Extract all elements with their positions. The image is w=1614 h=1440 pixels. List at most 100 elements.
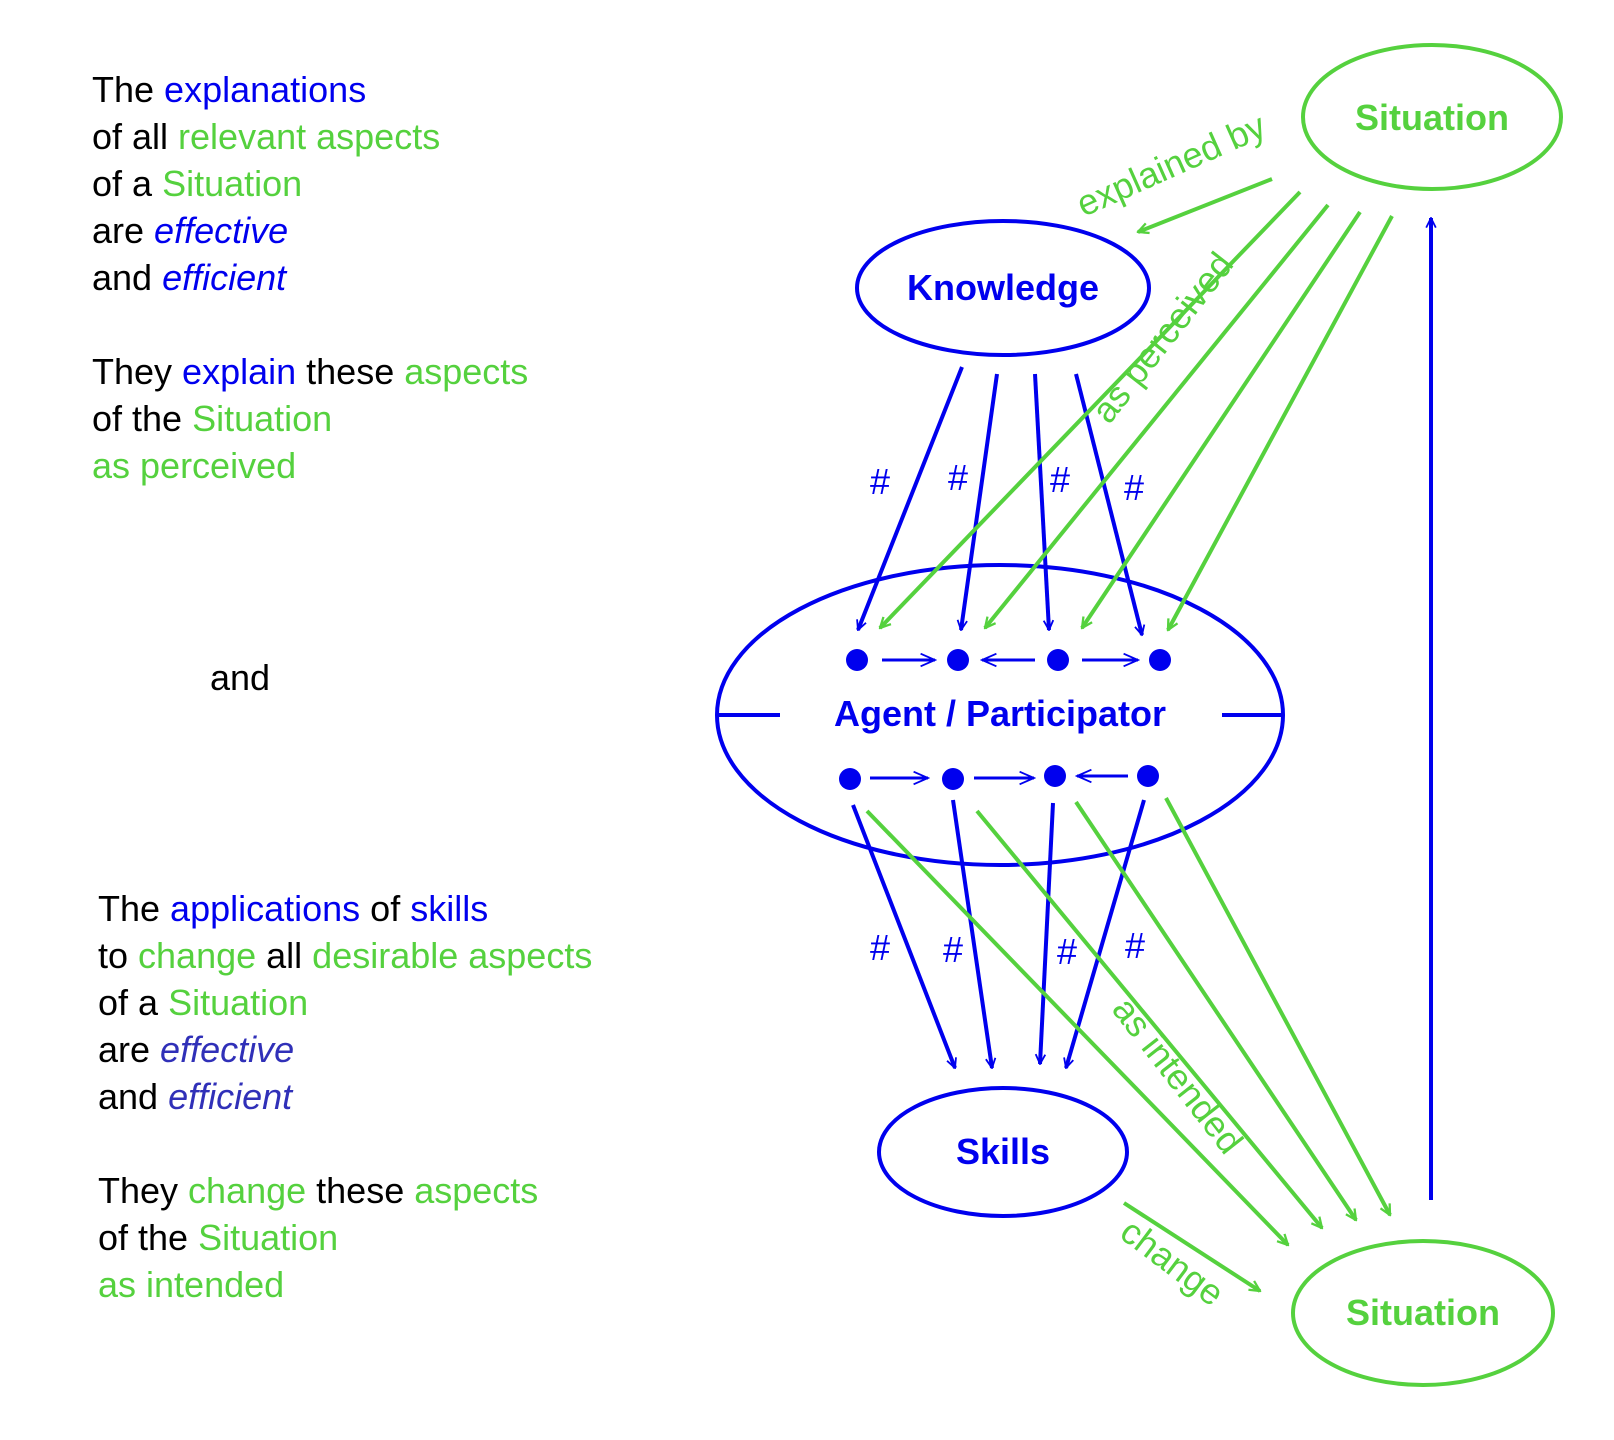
agent-dot — [1149, 649, 1171, 671]
as-intended-label: as intended — [1104, 989, 1251, 1161]
text-line: They change these aspects — [98, 1167, 592, 1214]
text-line: and efficient — [92, 254, 528, 301]
hash-label: # — [870, 461, 890, 502]
explained-by-label: explained by — [1070, 105, 1271, 225]
text-segment: desirable aspects — [312, 935, 593, 976]
agent-dot — [947, 649, 969, 671]
text-line: The explanations — [92, 66, 528, 113]
agent-skills-arrow — [851, 804, 955, 1068]
explained-by-arrow — [1138, 177, 1273, 232]
text-segment: efficient — [162, 257, 287, 298]
intended-arrow — [865, 809, 1288, 1245]
perceived-arrow — [1080, 210, 1362, 628]
text-segment: of the — [98, 1217, 199, 1258]
text-segment: effective — [160, 1029, 295, 1070]
text-segment: of all — [92, 116, 179, 157]
text-segment: Situation — [168, 982, 309, 1023]
agent-dot — [839, 768, 861, 790]
text-segment: and — [92, 257, 163, 298]
text-segment: skills — [410, 888, 489, 929]
change-arrow — [1122, 1201, 1260, 1293]
skills-node — [877, 1086, 1129, 1218]
hash-label: # — [1125, 925, 1145, 966]
agent-dot — [846, 649, 868, 671]
agent-dot — [1137, 765, 1159, 787]
knowledge-label: Knowledge — [907, 267, 1099, 308]
agent-skills-arrow — [951, 799, 992, 1068]
text-segment: of a — [92, 163, 163, 204]
text-segment: are — [92, 210, 155, 251]
intended-arrow — [1164, 797, 1392, 1215]
text-segment: relevant aspects — [178, 116, 441, 157]
text-segment: these — [296, 351, 405, 392]
text-line: are effective — [98, 1026, 592, 1073]
text-segment: efficient — [168, 1076, 293, 1117]
as-perceived-label: as perceived — [1083, 244, 1241, 430]
text-segment: to — [98, 935, 139, 976]
text-segment: all — [256, 935, 313, 976]
hash-label: # — [1124, 467, 1144, 508]
text-segment: Situation — [162, 163, 303, 204]
text-segment: aspects — [404, 351, 529, 392]
text-segment: aspects — [414, 1170, 539, 1211]
hash-label: # — [943, 929, 963, 970]
text-line: of the Situation — [98, 1214, 592, 1261]
situation-bottom-node — [1291, 1239, 1555, 1387]
skills-label: Skills — [956, 1131, 1050, 1172]
perceived-arrow — [985, 203, 1330, 628]
text-segment: these — [306, 1170, 415, 1211]
text-line: of a Situation — [92, 160, 528, 207]
text-segment: as intended — [98, 1264, 285, 1305]
text-line: and efficient — [98, 1073, 592, 1120]
agent-label: Agent / Participator — [834, 693, 1166, 734]
text-line: of a Situation — [98, 979, 592, 1026]
text-segment: are — [98, 1029, 161, 1070]
text-line: They explain these aspects — [92, 348, 528, 395]
knowledge-agent-arrow — [856, 366, 964, 630]
text-segment: The — [98, 888, 171, 929]
knowledge-node — [855, 219, 1151, 357]
text-segment: of a — [98, 982, 169, 1023]
text-segment: effective — [154, 210, 289, 251]
text-segment: They — [98, 1170, 189, 1211]
text-segment: Situation — [192, 398, 333, 439]
text-segment: of — [360, 888, 411, 929]
text-line: are effective — [92, 207, 528, 254]
agent-dot — [942, 768, 964, 790]
connector-and: and — [210, 657, 271, 698]
text-segment: The — [92, 69, 165, 110]
text-line: of all relevant aspects — [92, 113, 528, 160]
text-line: as intended — [98, 1261, 592, 1308]
text-segment: applications — [170, 888, 361, 929]
hash-label: # — [870, 927, 890, 968]
hash-label: # — [1050, 459, 1070, 500]
text-line: of the Situation — [92, 395, 528, 442]
text-line: as perceived — [92, 442, 528, 489]
text-segment: change — [138, 935, 257, 976]
agent-dot — [1044, 765, 1066, 787]
text-segment: of the — [92, 398, 193, 439]
text-segment: change — [188, 1170, 307, 1211]
hash-label: # — [948, 457, 968, 498]
intended-arrow — [975, 809, 1322, 1228]
agent-skills-arrow — [1066, 799, 1146, 1068]
text-segment: as perceived — [92, 445, 297, 486]
text-line: The applications of skills — [98, 885, 592, 932]
knowledge-agent-arrow — [961, 373, 999, 630]
knowledge-agent-arrow — [1074, 373, 1142, 635]
text-segment: They — [92, 351, 183, 392]
text-segment: and — [98, 1076, 169, 1117]
text-segment: explain — [182, 351, 297, 392]
perceived-arrow — [880, 190, 1302, 628]
text-line: to change all desirable aspects — [98, 932, 592, 979]
hash-label: # — [1057, 931, 1077, 972]
situation-top-label: Situation — [1355, 97, 1509, 138]
knowledge-agent-arrow — [1033, 373, 1049, 630]
text-segment: Situation — [198, 1217, 339, 1258]
agent-dot — [1047, 649, 1069, 671]
perceived-arrow — [1166, 215, 1394, 630]
situation-top-node — [1301, 43, 1563, 191]
